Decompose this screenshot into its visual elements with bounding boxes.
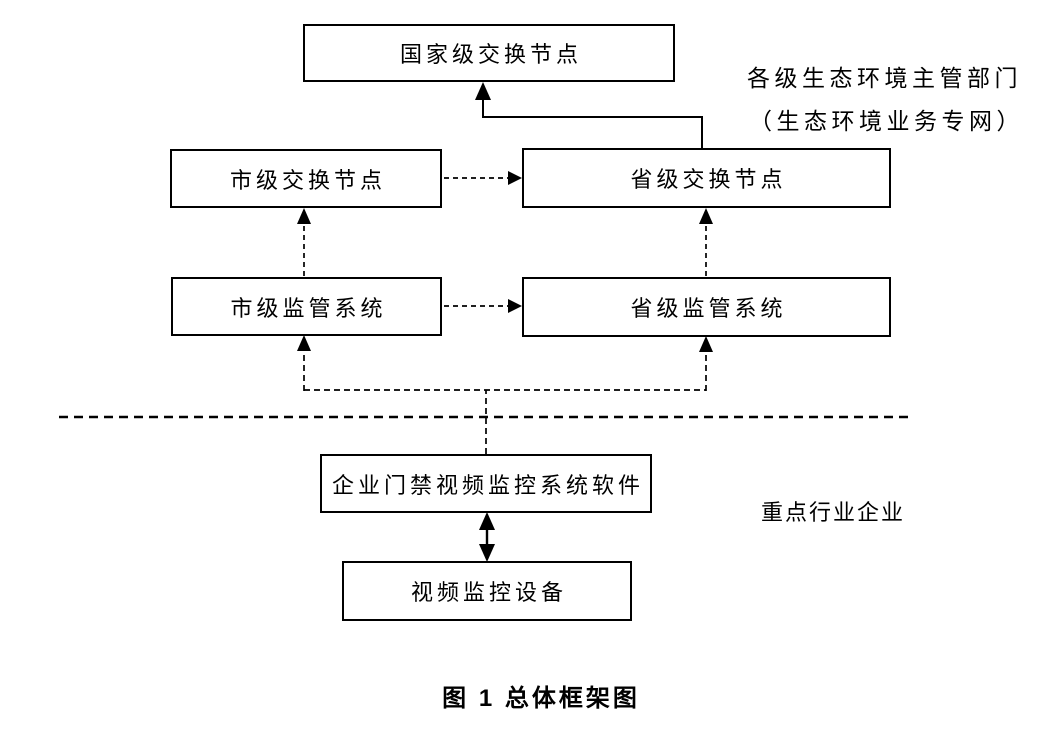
node-city-exchange: 市级交换节点 [170, 149, 442, 208]
figure-caption: 图 1 总体框架图 [442, 685, 640, 712]
node-provincial-supervision: 省级监管系统 [522, 277, 891, 337]
node-label-national-exchange: 国家级交换节点 [399, 42, 582, 67]
node-enterprise-software: 企业门禁视频监控系统软件 [320, 454, 652, 513]
arrowhead-up-city-exchange [297, 208, 311, 224]
node-label-provincial-exchange: 省级交换节点 [630, 167, 787, 192]
node-provincial-exchange: 省级交换节点 [522, 148, 891, 208]
arrowhead-up-national [475, 82, 491, 100]
arrowhead-up-city-supervision [297, 335, 311, 351]
node-label-video-device: 视频监控设备 [410, 580, 567, 605]
node-national-exchange: 国家级交换节点 [303, 24, 675, 82]
node-label-enterprise-software: 企业门禁视频监控系统软件 [331, 472, 644, 498]
node-video-device: 视频监控设备 [342, 561, 632, 621]
enterprise-zone-annotation: 重点行业企业 [761, 500, 906, 525]
government-zone-annotation-line1: 各级生态环境主管部门 [747, 66, 1022, 91]
node-label-city-exchange: 市级交换节点 [229, 167, 386, 193]
arrowhead-up-provincial-supervision [699, 336, 713, 352]
node-city-supervision: 市级监管系统 [171, 277, 442, 336]
arrowhead-down-video-device [479, 544, 495, 562]
arrowhead-right-provincial-exchange [508, 171, 522, 185]
node-label-provincial-supervision: 省级监管系统 [630, 296, 787, 321]
edge-provincial-exchange-to-national [482, 98, 703, 148]
arrowhead-up-enterprise-software [479, 512, 495, 530]
arrowhead-up-provincial-exchange [699, 208, 713, 224]
arrowhead-right-provincial-supervision [508, 299, 522, 313]
government-zone-annotation-line2: （生态环境业务专网） [749, 109, 1024, 134]
node-label-city-supervision: 市级监管系统 [230, 295, 387, 321]
